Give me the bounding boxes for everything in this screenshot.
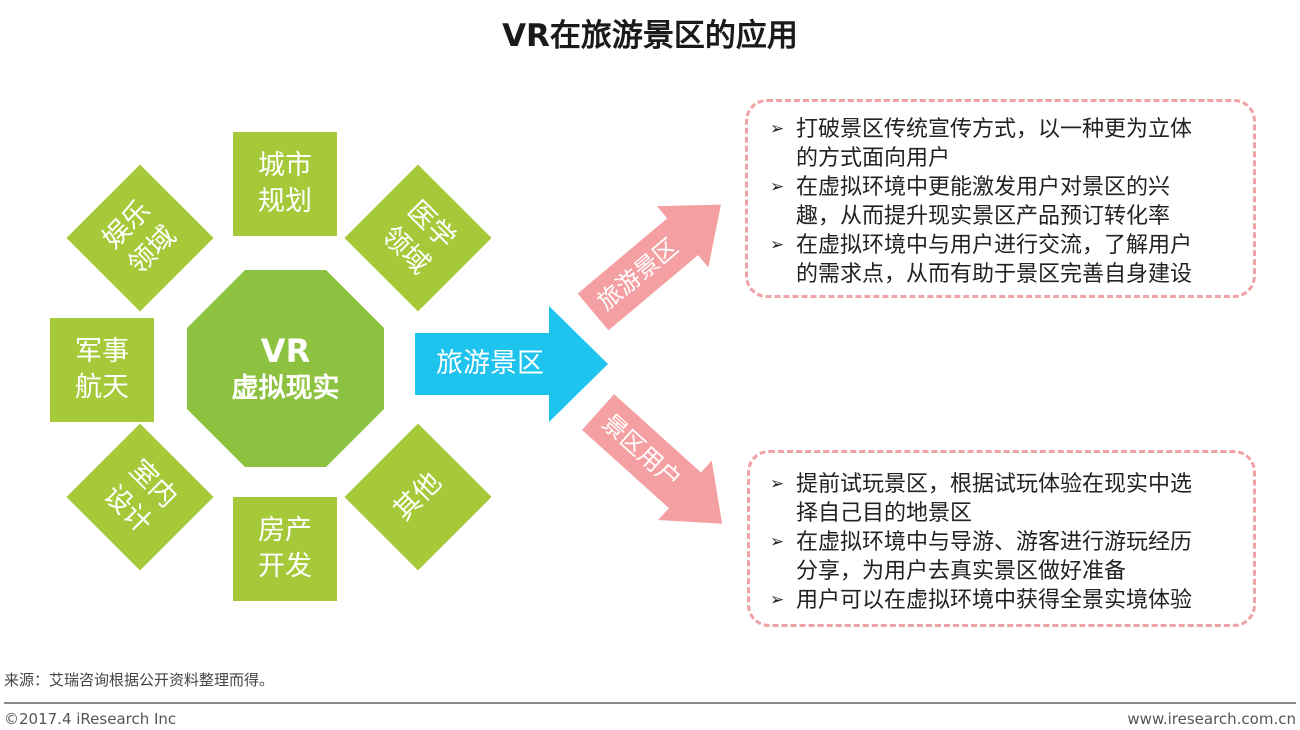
bullet-arrow-icon: ➢ bbox=[770, 532, 785, 552]
bullet-text: 用户可以在虚拟环境中获得全景实境体验 bbox=[796, 588, 1193, 613]
bullet-line: 择自己目的地景区 bbox=[770, 499, 1253, 528]
bullet-text: 的方式面向用户 bbox=[796, 146, 951, 171]
field-text: 其他 bbox=[387, 466, 448, 527]
bullet-arrow-icon bbox=[770, 260, 796, 289]
bullet-arrow-icon: ➢ bbox=[770, 474, 785, 494]
bullet-arrow-icon: ➢ bbox=[770, 590, 785, 610]
main-arrow-label: 旅游景区 bbox=[436, 348, 544, 379]
footer-divider bbox=[4, 702, 1296, 704]
field-military-aerospace: 军事航天 bbox=[50, 318, 154, 422]
bullet-line: ➢ 打破景区传统宣传方式，以一种更为立体 bbox=[770, 115, 1253, 144]
bullet-line: ➢ 提前试玩景区，根据试玩体验在现实中选 bbox=[770, 470, 1253, 499]
bullet-arrow-icon bbox=[770, 557, 796, 586]
scenic-benefits-box: ➢ 打破景区传统宣传方式，以一种更为立体的方式面向用户 ➢ 在虚拟环境中更能激发用户对… bbox=[745, 99, 1256, 298]
bullet-text: 打破景区传统宣传方式，以一种更为立体 bbox=[796, 117, 1193, 142]
field-urban-planning: 城市规划 bbox=[233, 132, 337, 236]
bullet-line: 的方式面向用户 bbox=[770, 144, 1253, 173]
bullet-text: 择自己目的地景区 bbox=[796, 501, 973, 526]
bullet-arrow-icon bbox=[770, 499, 796, 528]
page-title: VR在旅游景区的应用 bbox=[502, 18, 798, 54]
field-text: 军事 bbox=[75, 336, 129, 367]
bullet-text: 分享，为用户去真实景区做好准备 bbox=[796, 559, 1127, 584]
main-arrow bbox=[415, 306, 608, 422]
bullet-arrow-icon bbox=[770, 144, 796, 173]
bullet-line: ➢ 在虚拟环境中与用户进行交流，了解用户 bbox=[770, 231, 1253, 260]
field-text: 开发 bbox=[258, 551, 312, 582]
center-line1: VR bbox=[260, 331, 311, 370]
field-real-estate: 房产开发 bbox=[233, 497, 337, 601]
bullet-line: ➢ 用户可以在虚拟环境中获得全景实境体验 bbox=[770, 586, 1253, 615]
website-link[interactable]: www.iresearch.com.cn bbox=[1127, 710, 1296, 728]
bullet-text: 在虚拟环境中更能激发用户对景区的兴 bbox=[796, 175, 1171, 200]
source-note: 来源：艾瑞咨询根据公开资料整理而得。 bbox=[4, 671, 275, 689]
bullet-line: 分享，为用户去真实景区做好准备 bbox=[770, 557, 1253, 586]
bullet-arrow-icon bbox=[770, 202, 796, 231]
branch-arrow-scenic: 旅游景区 bbox=[567, 174, 746, 343]
center-line2: 虚拟现实 bbox=[231, 372, 340, 404]
bullet-arrow-icon: ➢ bbox=[770, 177, 785, 197]
bullet-text: 提前试玩景区，根据试玩体验在现实中选 bbox=[796, 472, 1193, 497]
branch-arrow-users: 景区用户 bbox=[571, 382, 749, 553]
bullet-arrow-icon: ➢ bbox=[770, 119, 785, 139]
bullet-text: 趣，从而提升现实景区产品预订转化率 bbox=[796, 204, 1171, 229]
bullet-line: 趣，从而提升现实景区产品预订转化率 bbox=[770, 202, 1253, 231]
vr-center-label: VR 虚拟现实 bbox=[187, 270, 384, 467]
bullet-arrow-icon: ➢ bbox=[770, 235, 785, 255]
bullet-line: ➢ 在虚拟环境中与导游、游客进行游玩经历 bbox=[770, 528, 1253, 557]
bullet-line: ➢ 在虚拟环境中更能激发用户对景区的兴 bbox=[770, 173, 1253, 202]
bullet-text: 的需求点，从而有助于景区完善自身建设 bbox=[796, 262, 1193, 287]
field-text: 城市 bbox=[258, 150, 312, 181]
bullet-text: 在虚拟环境中与用户进行交流，了解用户 bbox=[796, 233, 1193, 258]
user-benefits-box: ➢ 提前试玩景区，根据试玩体验在现实中选择自己目的地景区 ➢ 在虚拟环境中与导游、游客… bbox=[747, 450, 1256, 627]
bullet-text: 在虚拟环境中与导游、游客进行游玩经历 bbox=[796, 530, 1193, 555]
field-text: 房产 bbox=[258, 515, 312, 546]
field-text: 航天 bbox=[75, 372, 129, 403]
vr-octagon bbox=[187, 270, 384, 467]
field-text: 规划 bbox=[258, 186, 312, 217]
bullet-line: 的需求点，从而有助于景区完善自身建设 bbox=[770, 260, 1253, 289]
copyright: ©2017.4 iResearch Inc bbox=[4, 710, 177, 728]
